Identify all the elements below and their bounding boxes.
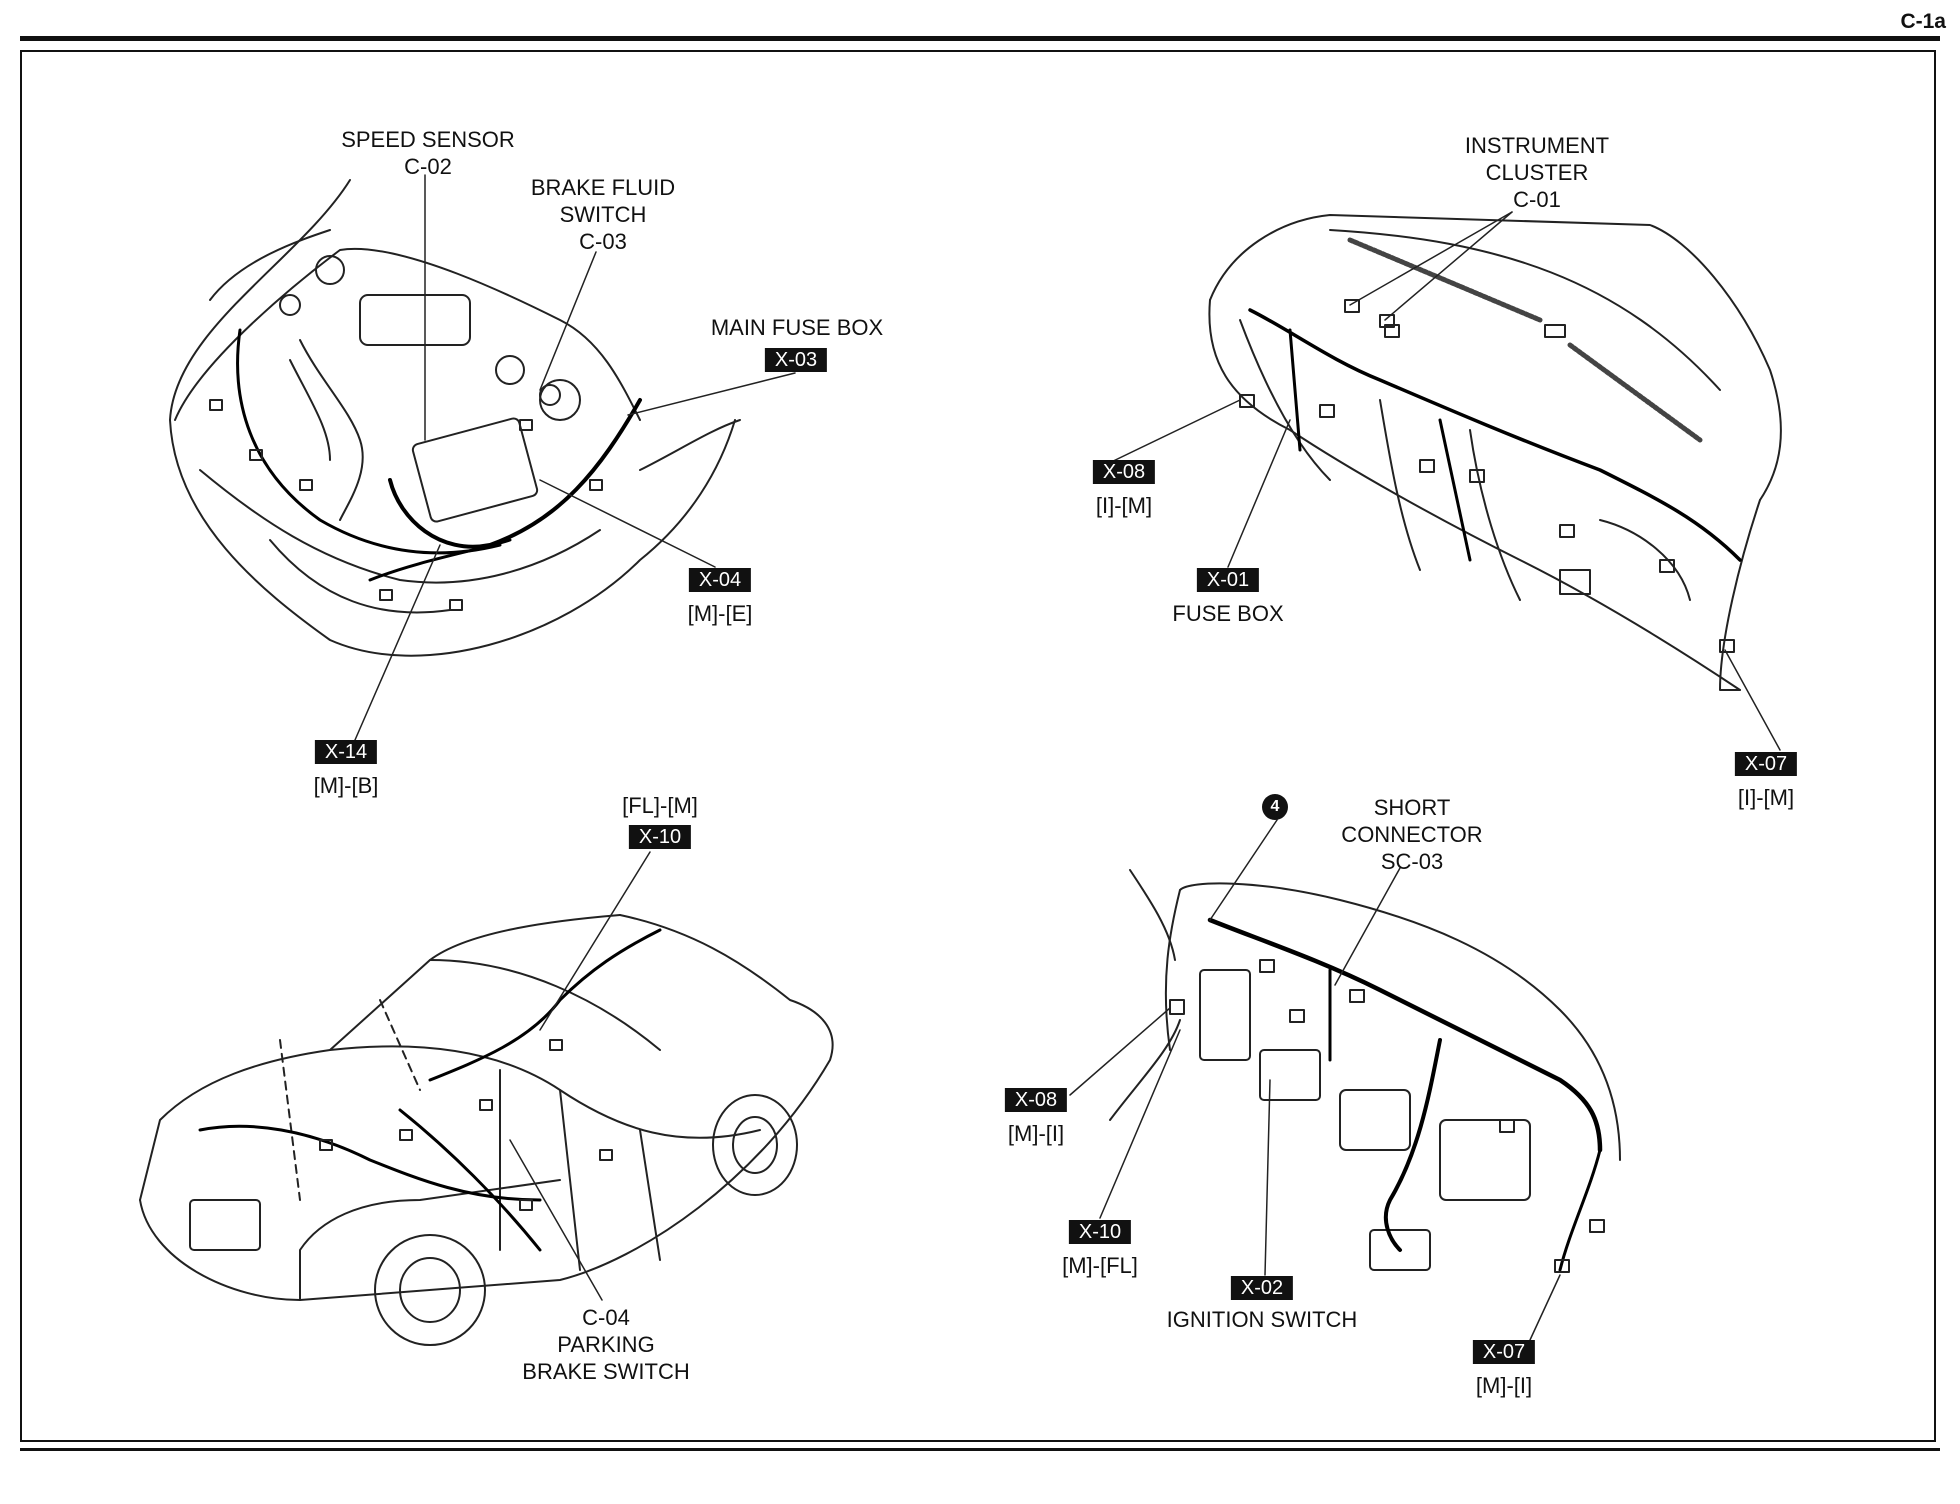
top-rule xyxy=(20,36,1940,41)
instrument-cluster-label: INSTRUMENT CLUSTER C-01 xyxy=(1465,132,1609,213)
x07-harness-pair-label: [M]-[I] xyxy=(1475,1373,1533,1398)
main-fuse-box-label: MAIN FUSE BOX xyxy=(710,315,884,340)
short-connector-code: SC-03 xyxy=(1380,849,1444,874)
dashboard-illustration xyxy=(1104,211,1782,751)
diagram-frame xyxy=(20,50,1936,1442)
parking-brake-switch-label: C-04 PARKING BRAKE SWITCH xyxy=(522,1304,689,1385)
x10-vehicle-tag: X-10 xyxy=(628,825,692,849)
x14-pair-label: [M]-[B] xyxy=(313,773,379,798)
x10-harness-tag: X-10 xyxy=(1068,1220,1132,1244)
speed-sensor-label: SPEED SENSOR C-02 xyxy=(341,126,515,180)
engine-bay-illustration xyxy=(169,174,796,741)
parking-brake-switch-line2: BRAKE SWITCH xyxy=(522,1359,690,1384)
fuse-box-label: FUSE BOX xyxy=(1172,601,1284,626)
x04-pair-label: [M]-[E] xyxy=(687,601,753,626)
main-harness-illustration xyxy=(1069,819,1621,1341)
x01-tag: X-01 xyxy=(1196,568,1260,592)
brake-fluid-switch-line1: BRAKE FLUID xyxy=(530,175,676,200)
vehicle-illustration xyxy=(139,851,834,1346)
instrument-cluster-line1: INSTRUMENT xyxy=(1464,133,1610,158)
brake-fluid-switch-line2: SWITCH xyxy=(559,202,647,227)
x08-dash-pair-label: [I]-[M] xyxy=(1095,493,1153,518)
speed-sensor-code: C-02 xyxy=(404,154,452,179)
instrument-cluster-line2: CLUSTER xyxy=(1485,160,1589,185)
callout-number-badge: 4 xyxy=(1262,794,1288,820)
bottom-rule xyxy=(20,1448,1940,1451)
x10-harness-pair-label: [M]-[FL] xyxy=(1062,1253,1138,1278)
speed-sensor-name: SPEED SENSOR xyxy=(341,127,515,152)
x04-tag: X-04 xyxy=(688,568,752,592)
x07-dash-pair-label: [I]-[M] xyxy=(1737,785,1795,810)
instrument-cluster-code: C-01 xyxy=(1513,187,1561,212)
parking-brake-switch-code: C-04 xyxy=(582,1305,630,1330)
x07-dash-tag: X-07 xyxy=(1734,752,1798,776)
page-id: C-1a xyxy=(1900,10,1946,33)
short-connector-line2: CONNECTOR xyxy=(1341,822,1483,847)
ignition-switch-label: IGNITION SWITCH xyxy=(1166,1307,1358,1332)
x14-tag: X-14 xyxy=(314,740,378,764)
x08-harness-tag: X-08 xyxy=(1004,1088,1068,1112)
x08-harness-pair-label: [M]-[I] xyxy=(1007,1121,1065,1146)
x02-tag: X-02 xyxy=(1230,1276,1294,1300)
short-connector-label: SHORT CONNECTOR SC-03 xyxy=(1341,794,1482,875)
brake-fluid-switch-code: C-03 xyxy=(579,229,627,254)
x08-dash-tag: X-08 xyxy=(1092,460,1156,484)
parking-brake-switch-line1: PARKING xyxy=(557,1332,655,1357)
main-fuse-box-tag: X-03 xyxy=(764,348,828,372)
brake-fluid-switch-label: BRAKE FLUID SWITCH C-03 xyxy=(531,174,675,255)
x07-harness-tag: X-07 xyxy=(1472,1340,1536,1364)
short-connector-line1: SHORT xyxy=(1373,795,1451,820)
x10-vehicle-pair-label: [FL]-[M] xyxy=(622,793,698,818)
